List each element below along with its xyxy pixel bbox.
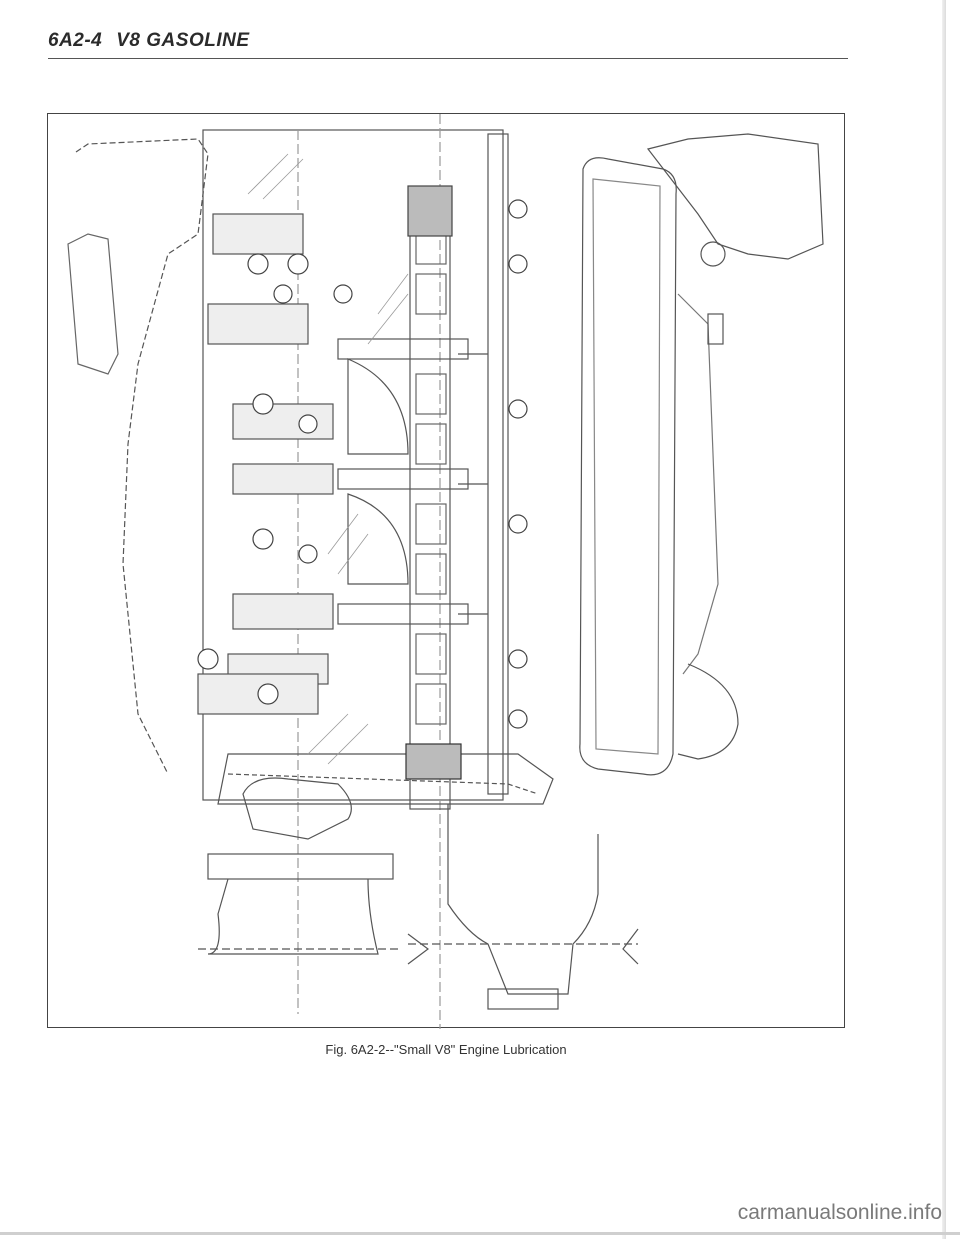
engine-lubrication-diagram <box>47 113 845 1029</box>
header-rule <box>48 58 848 59</box>
section-number: 6A2-4 <box>48 30 103 51</box>
section-title: V8 GASOLINE <box>116 30 250 51</box>
page-edge-shadow <box>942 0 946 1239</box>
engine-cutaway-drawing <box>67 114 824 1029</box>
figure-caption: Fig. 6A2-2--"Small V8" Engine Lubricatio… <box>325 1042 567 1057</box>
watermark: carmanualsonline.info <box>737 1201 942 1224</box>
page-bottom-edge <box>0 1232 960 1235</box>
page-header: 6A2-4 V8 GASOLINE <box>48 30 250 52</box>
